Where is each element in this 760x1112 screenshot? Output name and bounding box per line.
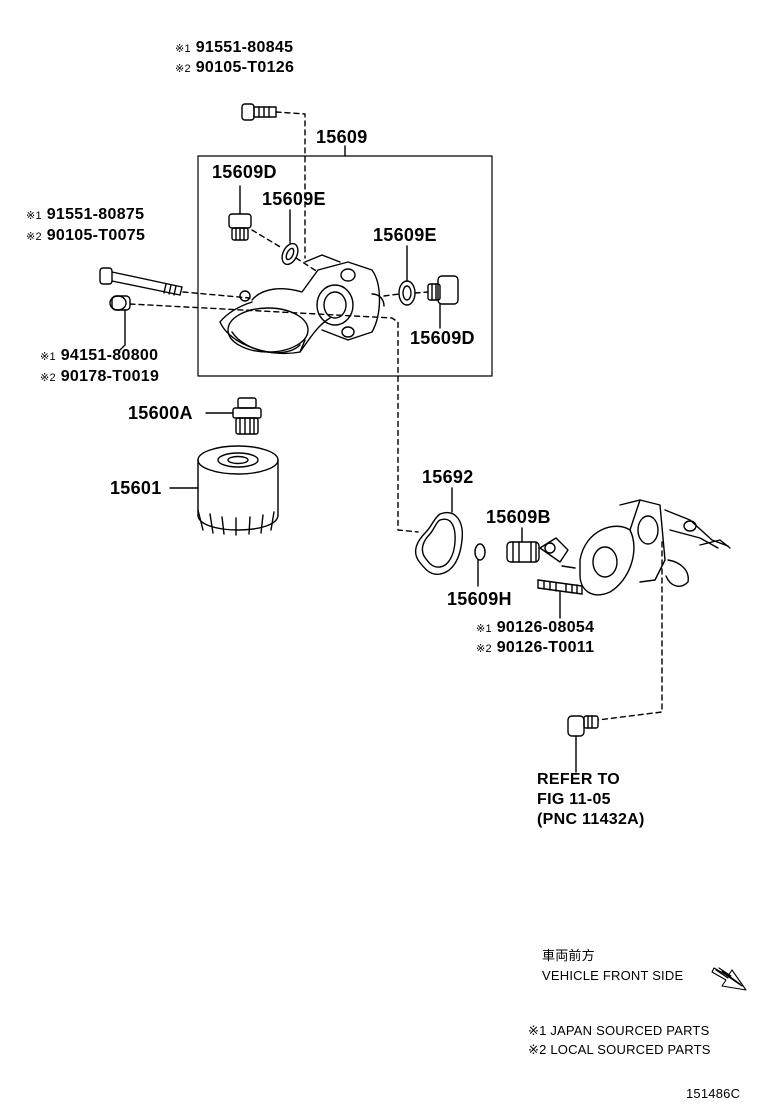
- dashed-leader-long-bolt: [182, 291, 251, 299]
- direction-arrow-icon: [711, 967, 747, 991]
- dashed-leader-plug-right: [414, 291, 429, 294]
- engine-block-icon: [539, 499, 731, 596]
- dashed-leader-washer-top: [295, 257, 319, 273]
- legend-japan: ※1 JAPAN SOURCED PARTS: [528, 1023, 710, 1038]
- plug-15609d-right-icon: [427, 275, 459, 305]
- label-stud-1: ※1 90126-08054: [476, 619, 595, 636]
- oil-filter-15601-icon: [197, 445, 279, 536]
- label-front-en: VEHICLE FRONT SIDE: [542, 968, 684, 983]
- label-15609h: 15609H: [447, 589, 512, 609]
- label-15601: 15601: [110, 478, 162, 498]
- figure-code: 151486C: [686, 1086, 741, 1101]
- plug-15609d-top-icon: [228, 213, 252, 241]
- label-stud-2: ※2 90126-T0011: [476, 639, 595, 656]
- label-15692: 15692: [422, 467, 474, 487]
- stud-bolt-icon: [537, 579, 583, 595]
- label-15609b: 15609B: [486, 507, 551, 527]
- bolt-long-icon: [99, 267, 183, 296]
- dashed-leader-top-bolt: [275, 111, 306, 259]
- label-15609e-top: 15609E: [262, 189, 326, 209]
- dashed-leader-engine: [597, 541, 663, 721]
- label-refer-line1: REFER TO: [537, 771, 621, 788]
- legend-local: ※2 LOCAL SOURCED PARTS: [528, 1042, 711, 1057]
- dashed-leader-washer-right: [383, 293, 400, 297]
- label-15609d-top: 15609D: [212, 162, 277, 182]
- label-bolt-long-2: ※2 90105-T0075: [26, 227, 146, 244]
- pipe-15609b-icon: [506, 541, 540, 563]
- label-bolt-top-2: ※2 90105-T0126: [175, 59, 295, 76]
- label-bolt-long-1: ※1 91551-80875: [26, 206, 145, 223]
- washer-15609e-right-icon: [398, 280, 416, 306]
- label-15609e-right: 15609E: [373, 225, 437, 245]
- label-bolt-short-1: ※1 94151-80800: [40, 347, 159, 364]
- label-bolt-short-2: ※2 90178-T0019: [40, 368, 160, 385]
- fitting-15600a-icon: [232, 397, 262, 435]
- label-bolt-top-1: ※1 91551-80845: [175, 39, 294, 56]
- dashed-leader-plug-top: [251, 229, 283, 249]
- washer-15609h-icon: [474, 543, 486, 561]
- gasket-15692-icon: [414, 511, 463, 575]
- dashed-leader-short-bolt: [129, 303, 419, 533]
- plug-refer-icon: [567, 715, 599, 737]
- label-15609d-right: 15609D: [410, 328, 475, 348]
- label-refer-line2: FIG 11-05: [537, 791, 611, 808]
- label-front-jp: 車両前方: [542, 948, 595, 963]
- bolt-top-icon: [241, 103, 277, 121]
- label-15609: 15609: [316, 127, 368, 147]
- label-15600a: 15600A: [128, 403, 193, 423]
- bolt-short-icon: [109, 295, 131, 311]
- oil-filter-bracket-icon: [219, 254, 385, 355]
- label-refer-line3: (PNC 11432A): [537, 811, 645, 828]
- washer-15609e-top-icon: [281, 242, 299, 266]
